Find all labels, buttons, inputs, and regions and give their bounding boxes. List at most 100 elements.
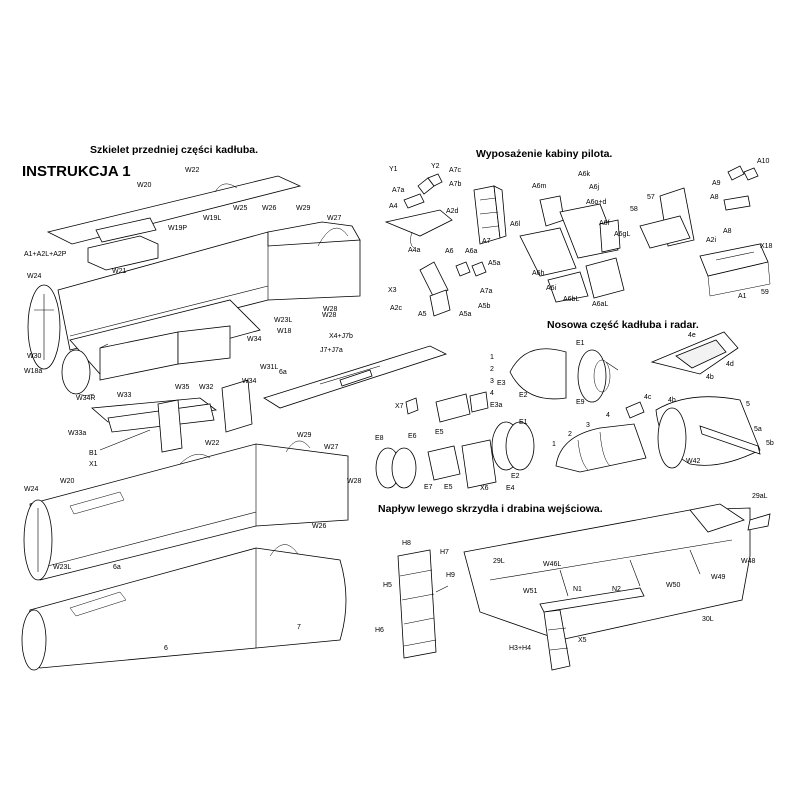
part-label: A6j [589, 184, 600, 191]
part-label: A7a [480, 288, 493, 295]
part-label: W18 [277, 328, 292, 335]
part-label: W24 [24, 486, 39, 493]
part-label: W19L [203, 215, 221, 222]
part-label: 3 [490, 378, 494, 385]
part-label: E4 [506, 485, 515, 492]
part-label: W46L [543, 561, 561, 568]
part-label: E7 [424, 484, 433, 491]
part-label: 6a [113, 564, 121, 571]
part-label: H5 [383, 582, 392, 589]
part-label: 4 [490, 390, 494, 397]
part-label: H7 [440, 549, 449, 556]
part-label: 4d [726, 361, 734, 368]
part-label: W28 [323, 306, 338, 313]
part-label: W18a [24, 368, 42, 375]
part-label: 5b [766, 440, 774, 447]
part-label: X5 [578, 637, 587, 644]
part-label: A7a [392, 187, 405, 194]
wing-ladder-drawing [397, 503, 771, 671]
part-label: A6i [546, 285, 557, 292]
part-label: A5 [418, 311, 427, 318]
part-label: A1 [738, 293, 747, 300]
part-label: A6 [445, 248, 454, 255]
part-label: E9 [576, 399, 585, 406]
part-label: A6f [599, 220, 610, 227]
part-label: A6m [532, 183, 547, 190]
part-label: W23L [274, 317, 292, 324]
part-label: H8 [402, 540, 411, 547]
part-label: E5 [435, 429, 444, 436]
part-label: A2d [446, 208, 459, 215]
section-title-cockpit: Wyposażenie kabiny pilota. [476, 148, 612, 160]
part-label: A6gL [614, 231, 630, 238]
part-label: 1 [490, 354, 494, 361]
part-label: W34 [242, 378, 257, 385]
part-label: 5a [754, 426, 762, 433]
part-label: W50 [666, 582, 681, 589]
part-label: W28 [322, 312, 337, 319]
part-label: 6 [164, 645, 168, 652]
part-label: A5b [478, 303, 491, 310]
part-label: W26 [262, 205, 277, 212]
part-label: E2 [511, 473, 520, 480]
part-label: A6h [532, 270, 545, 277]
part-label: W21 [112, 268, 127, 275]
part-label: H9 [446, 572, 455, 579]
part-label: E3 [497, 380, 506, 387]
part-label: A6aL [592, 301, 608, 308]
part-label: H6 [375, 627, 384, 634]
part-label: J7+J7a [320, 347, 343, 354]
cockpit-equipment-drawing [384, 165, 771, 317]
part-label: W34 [247, 336, 262, 343]
part-label: X4+J7b [329, 333, 353, 340]
part-label: B1 [89, 450, 98, 457]
part-label: W20 [137, 182, 152, 189]
fuselage-skin-drawing [21, 544, 347, 671]
part-label: W30 [27, 353, 42, 360]
part-label: W32 [199, 384, 214, 391]
part-label: E1 [576, 340, 585, 347]
x4-j7-panel-drawing [263, 345, 448, 409]
part-label: 4 [606, 412, 610, 419]
part-label: 57 [647, 194, 655, 201]
part-label: W25 [233, 205, 248, 212]
part-label: W22 [185, 167, 200, 174]
part-label: 4c [644, 394, 652, 401]
part-label: A8 [710, 194, 719, 201]
part-label: A7b [449, 181, 462, 188]
part-label: X7 [395, 403, 404, 410]
part-label: W35 [175, 384, 190, 391]
part-label: A9 [712, 180, 721, 187]
frame-skeleton-drawing [27, 175, 361, 453]
part-label: Y1 [389, 166, 398, 173]
part-label: W28 [347, 478, 362, 485]
main-title: INSTRUKCJA 1 [22, 163, 131, 180]
part-label: W24 [27, 273, 42, 280]
part-label: A4a [408, 247, 421, 254]
part-label: W27 [324, 444, 339, 451]
part-label: A6l [510, 221, 521, 228]
part-label: A8 [723, 228, 732, 235]
part-label: 6a [279, 369, 287, 376]
part-label: H3+H4 [509, 645, 531, 652]
part-label: 30L [702, 616, 714, 623]
part-label: 4b [706, 374, 714, 381]
part-label: X1 [89, 461, 98, 468]
part-label: A2i [706, 237, 717, 244]
part-label: A1+A2L+A2P [24, 251, 67, 258]
part-label: A10 [757, 158, 770, 165]
part-label: E2 [519, 392, 528, 399]
part-label: A6o+d [586, 199, 607, 206]
part-label: N2 [612, 586, 621, 593]
part-label: 2 [568, 431, 572, 438]
part-label: A7 [482, 238, 491, 245]
part-label: 29L [493, 558, 505, 565]
part-label: A7c [449, 167, 462, 174]
part-label: Y2 [431, 163, 440, 170]
part-label: 5 [746, 401, 750, 408]
part-label: 29aL [752, 493, 768, 500]
nose-radar-drawing [375, 331, 761, 489]
part-label: E6 [408, 433, 417, 440]
